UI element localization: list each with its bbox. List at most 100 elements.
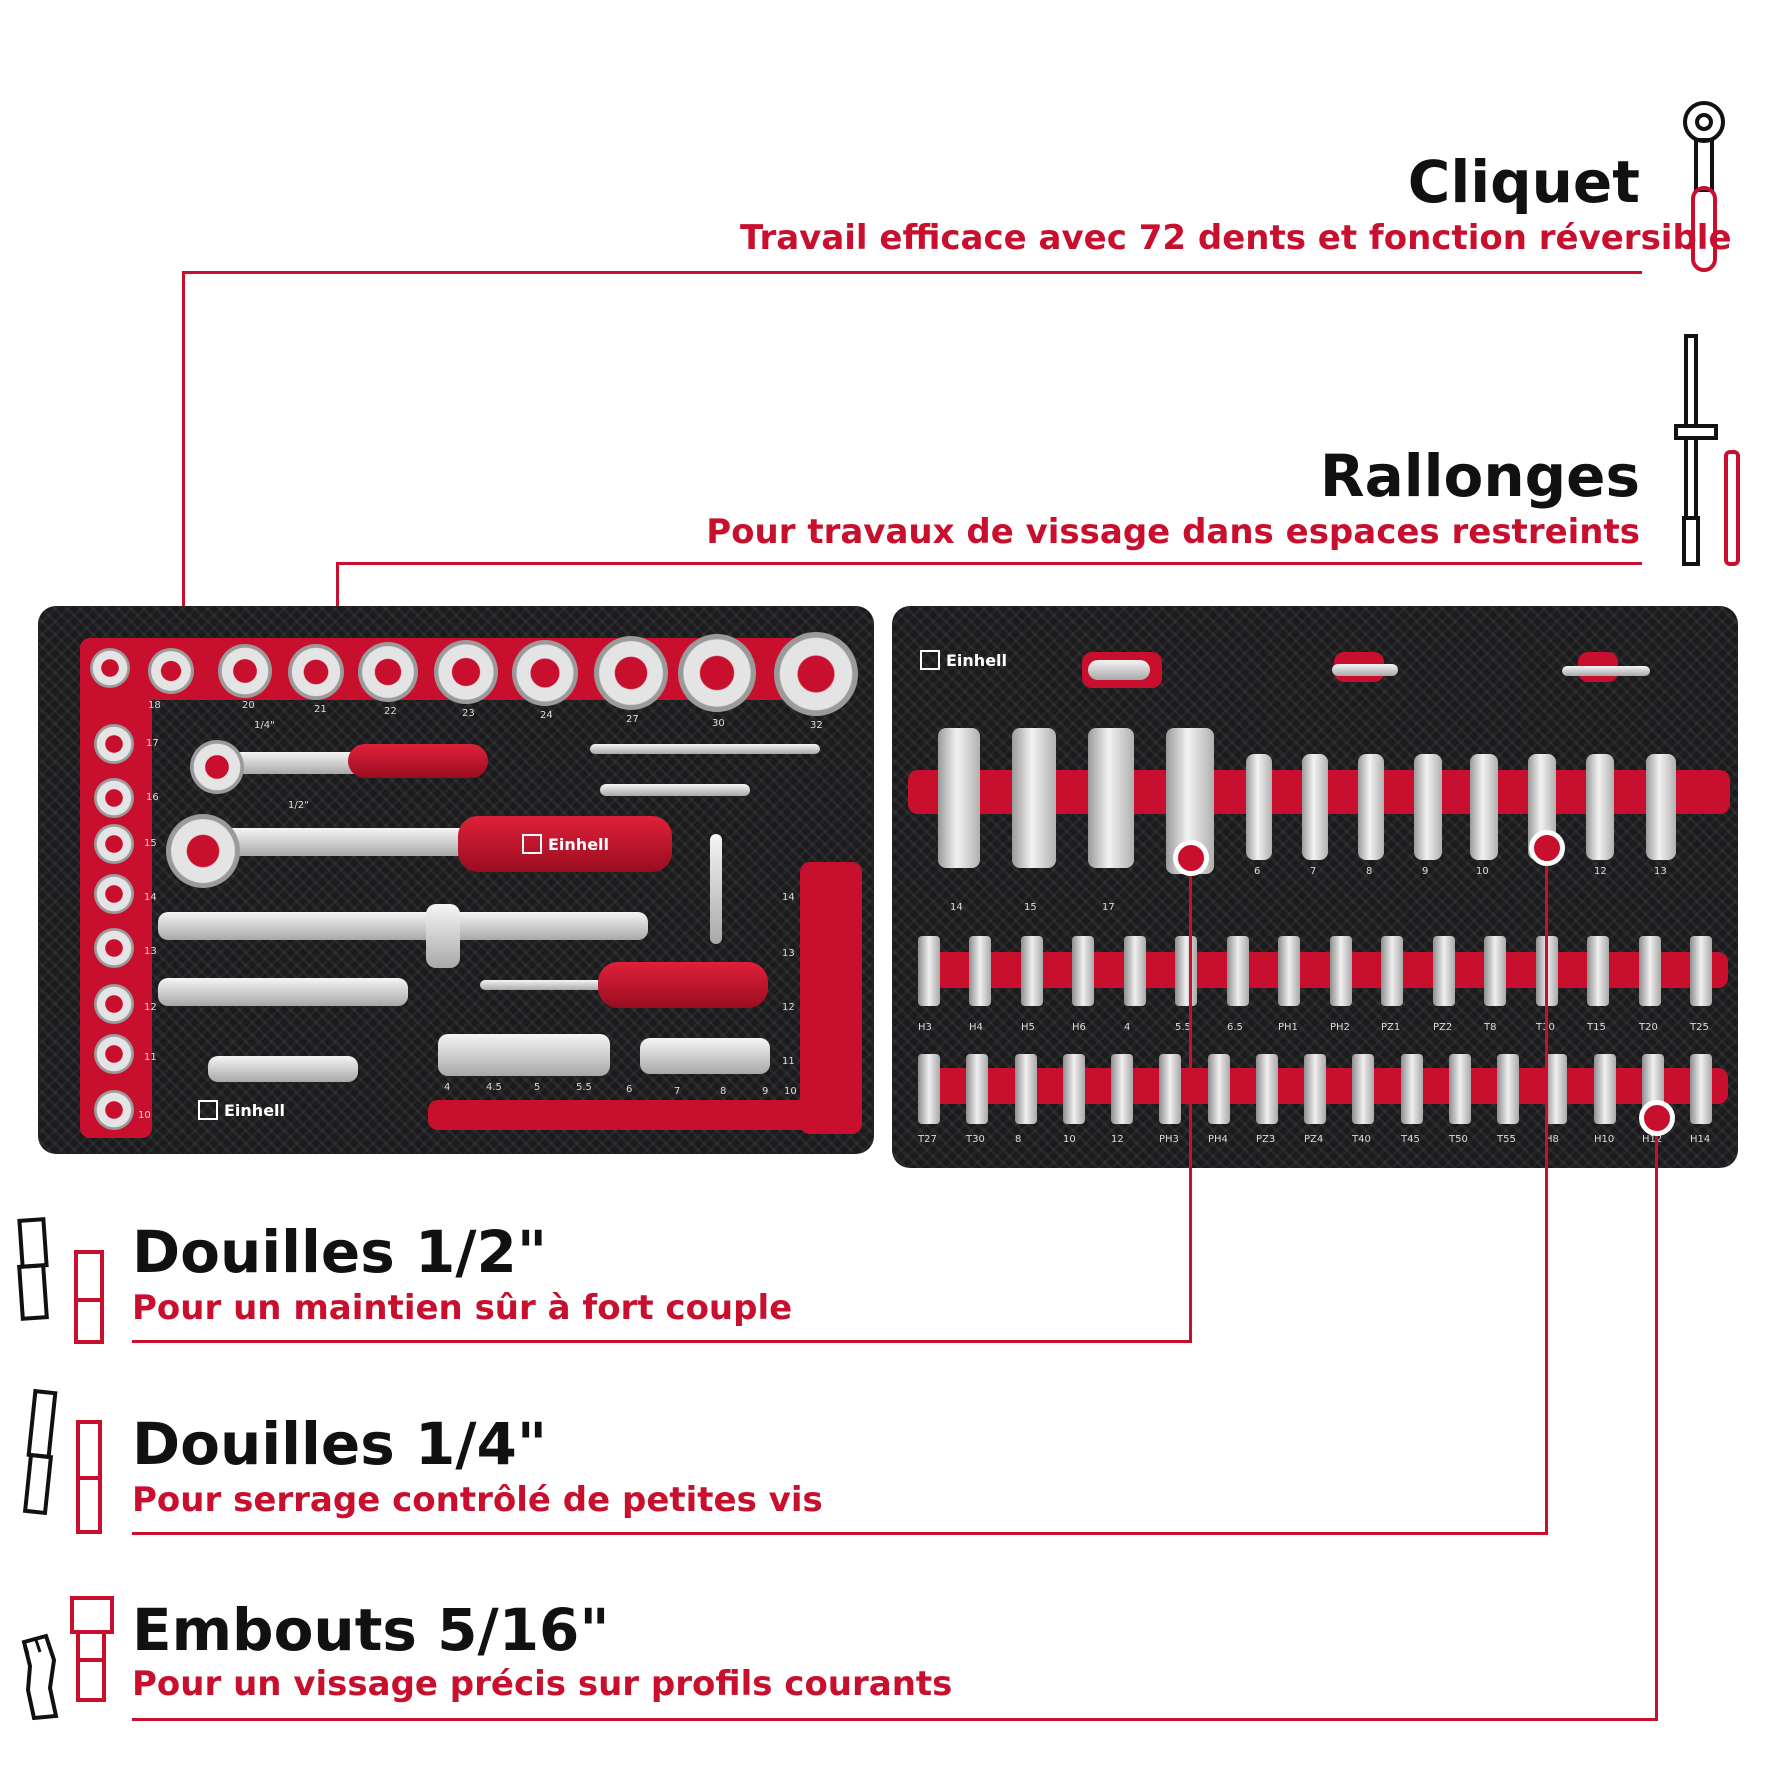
bit [1304,1054,1326,1124]
bit [1124,936,1146,1006]
bit [1278,936,1300,1006]
bit-label: H6 [1072,1022,1086,1033]
socket-32 [774,632,858,716]
bit-label: T40 [1352,1134,1371,1145]
size-label-left-2: 15 [144,838,157,849]
short-extension-bar [158,978,408,1006]
socket-10 [94,1090,134,1130]
size-label-bottom-7: 9 [762,1086,769,1097]
size-label-left-3: 14 [144,892,157,903]
small-socket-label-2: 8 [1366,866,1373,877]
bit-label: PZ4 [1304,1134,1324,1145]
bit-label: PH2 [1330,1022,1350,1033]
bit [1690,936,1712,1006]
half-inch-socket-icon [17,1217,104,1344]
bit [1594,1054,1616,1124]
ratchet-brand-logo: Einhell [522,834,609,854]
socket-20 [218,644,272,698]
deep-socket-label-2: 17 [1102,902,1115,913]
douilles-half-leader-v [1189,850,1192,1343]
bit [1484,936,1506,1006]
size-label-left-4: 13 [144,946,157,957]
small-ratchet-handle [348,744,488,778]
socket-11 [94,1034,134,1074]
bit-label: T30 [966,1134,985,1145]
bit [1352,1054,1374,1124]
size-label-left-6: 11 [144,1052,157,1063]
size-label-left-7: 10 [138,1110,151,1121]
socket-13 [94,928,134,968]
bit [1690,1054,1712,1124]
bit-label: 5.5 [1175,1022,1191,1033]
size-label-left-0: 17 [146,738,159,749]
small-socket-label-7: 13 [1654,866,1667,877]
socket-14 [94,874,134,914]
size-label-bottom-0: 4 [444,1082,451,1093]
cliquet-leader-v [182,271,185,843]
douilles-quarter-subtitle: Pour serrage contrôlé de petites vis [132,1480,823,1520]
bit [1639,936,1661,1006]
quarter-t-bar [590,744,820,754]
bit-label: T15 [1587,1022,1606,1033]
embouts-subtitle: Pour un vissage précis sur profils coura… [132,1664,953,1704]
socket-16 [94,778,134,818]
bit [1227,936,1249,1006]
ratchet-icon [1683,101,1725,272]
size-label-bottom-1: 4.5 [486,1082,502,1093]
bit [1021,936,1043,1006]
universal-joint [208,1056,358,1082]
size-label-top-7: 27 [626,714,639,725]
bit [1497,1054,1519,1124]
small-socket-8 [1358,754,1384,860]
rallonges-subtitle: Pour travaux de vissage dans espaces res… [706,512,1640,552]
embouts-leader-v [1655,1120,1658,1721]
quarter-inch-socket-icon [22,1388,102,1534]
rallonges-title: Rallonges [1319,442,1640,510]
bit [1072,936,1094,1006]
bit [1330,936,1352,1006]
douilles-half-marker [1173,840,1209,876]
drive-label-half: 1/2" [288,800,309,811]
bit [1159,1054,1181,1124]
size-label-bottom-6: 8 [720,1086,727,1097]
adapter-3 [1562,666,1650,676]
bit [918,936,940,1006]
small-socket-6 [1246,754,1272,860]
bit-label: 8 [1015,1134,1022,1145]
small-socket-label-0: 6 [1254,866,1261,877]
adapter-2 [1332,664,1398,676]
size-label-top-8: 30 [712,718,725,729]
bit [1015,1054,1037,1124]
douilles-half-subtitle: Pour un maintien sûr à fort couple [132,1288,793,1328]
bit-label: 12 [1111,1134,1124,1145]
bit-label: PZ3 [1256,1134,1276,1145]
bit [1063,1054,1085,1124]
right-tray-brand-logo: Einhell [920,650,1007,670]
deep-socket-15 [1012,728,1056,868]
small-ratchet-head [190,740,244,794]
bit-label: 10 [1063,1134,1076,1145]
bit-label: PH3 [1159,1134,1179,1145]
cliquet-leader-h [182,271,1642,274]
thin-extension-bar [480,980,610,990]
large-ratchet-handle [458,816,672,872]
socket-17 [94,724,134,764]
size-label-top-5: 23 [462,708,475,719]
bit-label: T45 [1401,1134,1420,1145]
size-label-bottom-4: 6 [626,1084,633,1095]
douilles-half-feature: Douilles 1/2" Pour un maintien sûr à for… [132,1220,792,1328]
small-socket-7 [1302,754,1328,860]
bit-label: H12 [1642,1134,1663,1145]
deep-socket-14 [938,728,980,868]
socket-18 [90,648,130,688]
socket-12 [94,984,134,1024]
bit [1433,936,1455,1006]
socket-30 [678,634,756,712]
size-label-right-0: 14 [782,892,795,903]
size-label-right-2: 12 [782,1002,795,1013]
size-label-bottom-5: 7 [674,1086,681,1097]
bit-label: H4 [969,1022,983,1033]
bit [969,936,991,1006]
bit [966,1054,988,1124]
size-label-top-4: 22 [384,706,397,717]
